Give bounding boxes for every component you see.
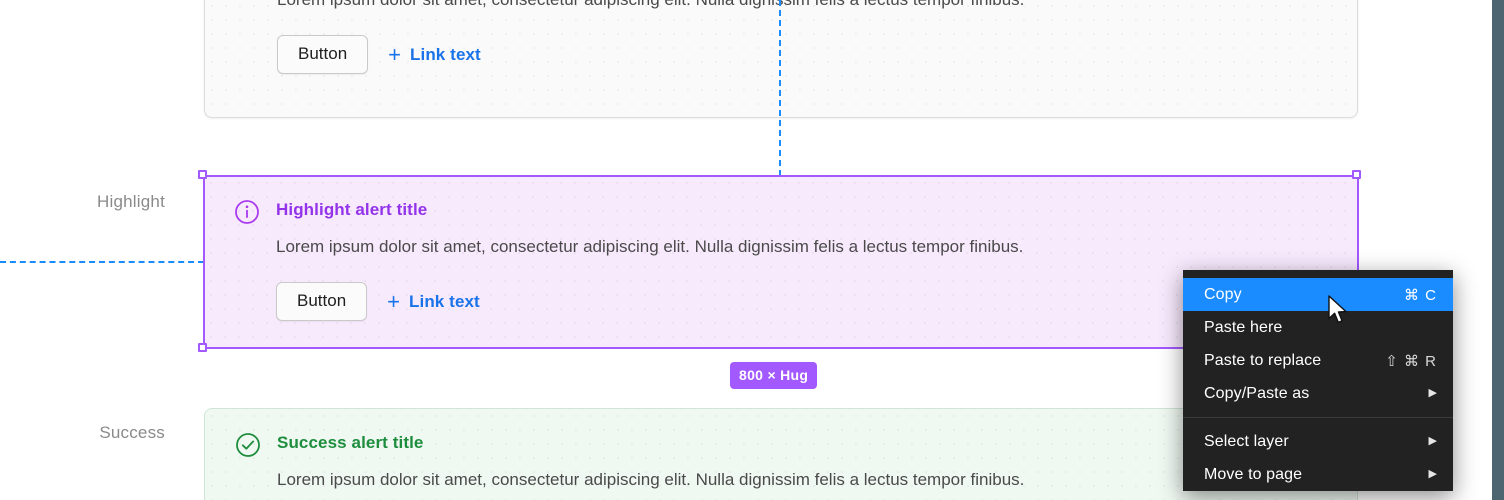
check-circle-icon	[235, 432, 261, 463]
row-label-success: Success	[99, 423, 165, 442]
alert-title: Success alert title	[277, 433, 424, 452]
row-label-highlight: Highlight	[97, 192, 165, 211]
menu-item-paste-to-replace[interactable]: Paste to replace ⇧ ⌘ R	[1183, 344, 1453, 377]
alert-body: Lorem ipsum dolor sit amet, consectetur …	[277, 0, 1329, 13]
right-panel-strip	[1492, 0, 1504, 500]
resize-handle-top-right[interactable]	[1352, 170, 1361, 179]
alert-button[interactable]: Button	[277, 35, 369, 74]
submenu-arrow-icon: ▶	[1428, 468, 1437, 480]
alert-body: Lorem ipsum dolor sit amet, consectetur …	[277, 470, 1025, 489]
menu-item-label: Copy/Paste as	[1204, 384, 1310, 402]
alert-link-text[interactable]: Link text	[410, 44, 481, 64]
context-menu[interactable]: Copy ⌘ C Paste here Paste to replace ⇧ ⌘…	[1183, 270, 1453, 491]
info-circle-icon	[234, 199, 260, 230]
menu-item-label: Move to page	[1204, 465, 1303, 483]
plus-icon: +	[387, 288, 401, 314]
resize-handle-bottom-left[interactable]	[198, 343, 207, 352]
menu-item-select-layer[interactable]: Select layer ▶	[1183, 425, 1453, 458]
menu-item-copy-paste-as[interactable]: Copy/Paste as ▶	[1183, 377, 1453, 410]
alert-card-info[interactable]: Lorem ipsum dolor sit amet, consectetur …	[204, 0, 1358, 118]
selection-size-badge: 800 × Hug	[730, 362, 818, 389]
submenu-arrow-icon: ▶	[1428, 387, 1437, 399]
mouse-cursor	[1327, 295, 1349, 332]
plus-icon: +	[388, 41, 402, 67]
resize-handle-top-left[interactable]	[198, 170, 207, 179]
alert-link[interactable]: + Link text	[387, 288, 480, 314]
menu-separator	[1183, 417, 1453, 418]
menu-item-shortcut: ⌘ C	[1404, 286, 1437, 304]
menu-item-label: Paste here	[1204, 318, 1283, 336]
alert-button[interactable]: Button	[276, 282, 368, 321]
alert-link[interactable]: + Link text	[388, 41, 481, 67]
alignment-guide-vertical	[779, 0, 781, 176]
submenu-arrow-icon: ▶	[1428, 435, 1437, 447]
menu-item-move-to-page[interactable]: Move to page ▶	[1183, 458, 1453, 491]
alert-title: Highlight alert title	[276, 200, 428, 219]
menu-item-shortcut: ⇧ ⌘ R	[1385, 352, 1437, 370]
alert-link-text[interactable]: Link text	[409, 291, 480, 311]
alert-body: Lorem ipsum dolor sit amet, consectetur …	[276, 237, 1024, 256]
menu-item-label: Paste to replace	[1204, 351, 1322, 369]
menu-item-paste-here[interactable]: Paste here	[1183, 311, 1453, 344]
menu-item-label: Copy	[1204, 285, 1242, 303]
alignment-guide-horizontal	[0, 261, 204, 263]
menu-item-label: Select layer	[1204, 432, 1289, 450]
menu-item-copy[interactable]: Copy ⌘ C	[1183, 278, 1453, 311]
